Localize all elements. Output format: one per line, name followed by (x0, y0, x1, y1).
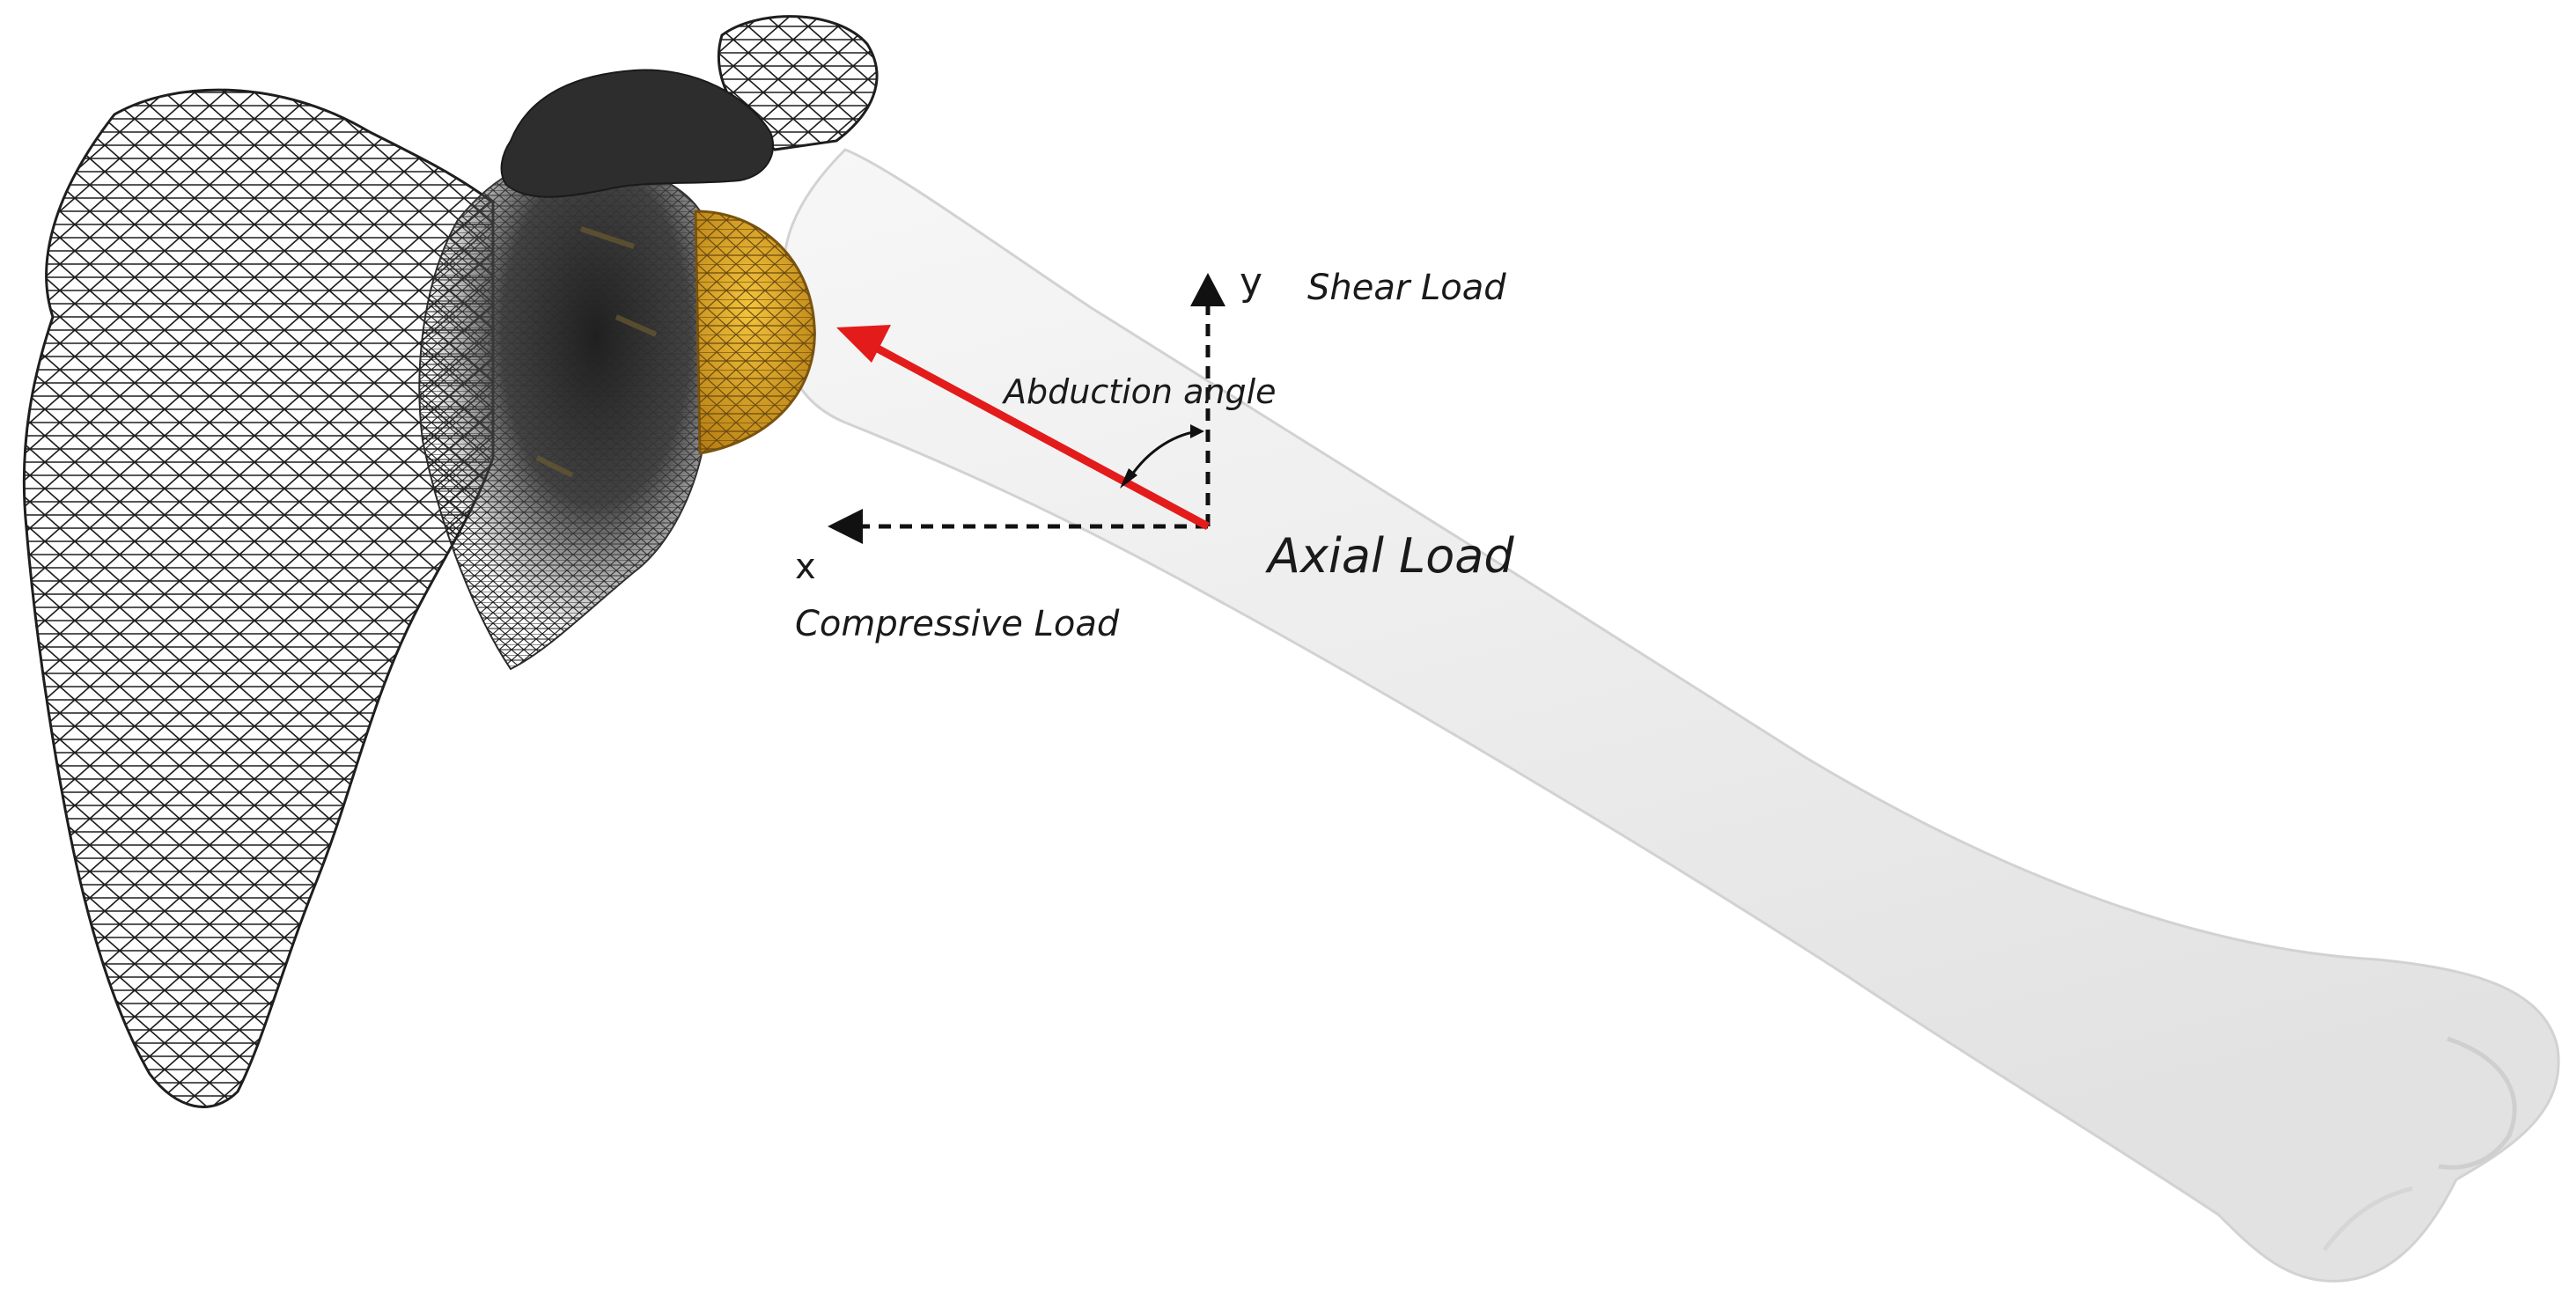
abduction-angle-label: Abduction angle (1001, 372, 1277, 411)
axial-load-arrow (873, 344, 1211, 530)
compressive-load-label: Compressive Load (795, 604, 1120, 644)
glenoid-implant (694, 210, 816, 455)
axial-load-arrowhead (836, 325, 891, 363)
humerus-bone (783, 148, 2560, 1283)
y-axis-label: y (1240, 260, 1262, 305)
x-axis-label: x (795, 547, 816, 587)
axial-load-label: Axial Load (1265, 528, 1514, 584)
diagram-labels: y Shear Load Abduction angle Axial Load … (795, 260, 1514, 644)
load-axes (828, 273, 1225, 544)
scapula-mesh (22, 15, 879, 1108)
y-axis-arrowhead (1190, 273, 1225, 306)
shear-load-label: Shear Load (1307, 268, 1506, 308)
x-axis-arrowhead (828, 509, 863, 544)
